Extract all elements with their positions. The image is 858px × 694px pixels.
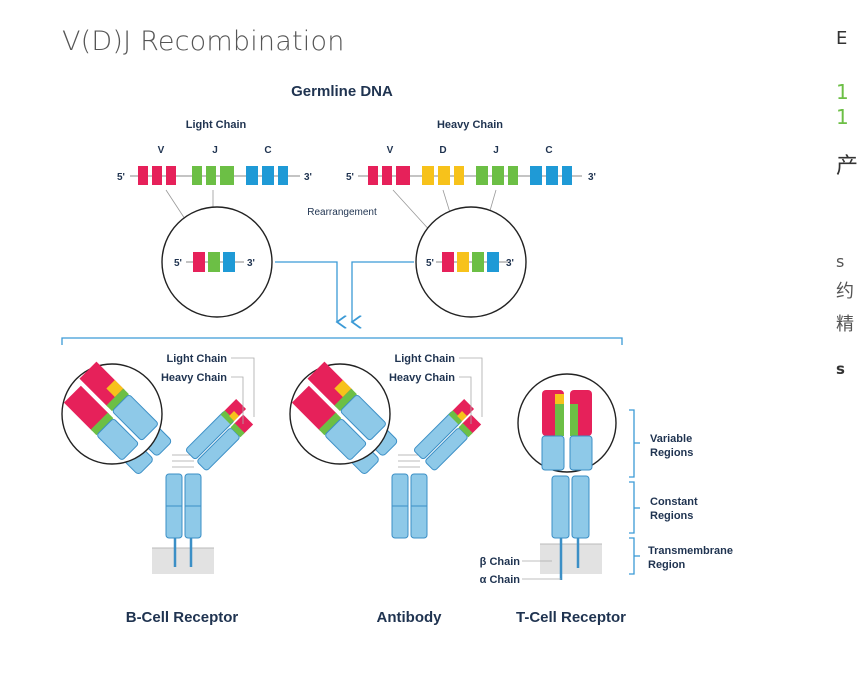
tcell-beta-chain-label: β Chain xyxy=(480,556,521,568)
heavy-five-prime: 5' xyxy=(346,172,354,183)
transmembrane-region-label: Transmembrane Region xyxy=(648,545,736,571)
fragment-small-2: 约 xyxy=(836,281,854,302)
heavy-three-prime: 3' xyxy=(588,172,596,183)
bcell-light-chain-label: Light Chain xyxy=(167,353,228,365)
fragment-small-3: 精 xyxy=(836,314,854,335)
antibody-heavy-chain-label: Heavy Chain xyxy=(389,372,455,384)
fragment-green-2: 1 xyxy=(836,105,849,129)
light-five-prime: 5' xyxy=(117,172,125,183)
converging-connector xyxy=(61,261,623,345)
heavy-chain-header: Heavy Chain xyxy=(437,119,503,131)
right-edge-fragments: E 1 1 产 s 约 精 s xyxy=(832,0,858,694)
light-gene-label-v: V xyxy=(158,145,165,156)
heavy-gene-label-v: V xyxy=(387,145,394,156)
tcell-alpha-chain-label: α Chain xyxy=(480,574,521,586)
heavy-gene-label-j: J xyxy=(493,145,499,156)
light-three-prime: 3' xyxy=(304,172,312,183)
bcell-receptor: Light Chain Heavy Chain xyxy=(61,353,255,574)
heavy-gene-label-c: C xyxy=(545,145,552,156)
constant-regions-label: Constant Regions xyxy=(650,496,701,522)
light-rearranged-circle: 5' 3' xyxy=(161,206,273,318)
page-title: V(D)J Recombination xyxy=(62,26,345,57)
germline-dna-title: Germline DNA xyxy=(291,83,393,100)
light-gene-label-c: C xyxy=(264,145,271,156)
antibody-light-chain-label: Light Chain xyxy=(395,353,456,365)
antibody-label: Antibody xyxy=(377,609,443,626)
variable-regions-label: Variable Regions xyxy=(650,433,695,459)
bcell-heavy-chain-label: Heavy Chain xyxy=(161,372,227,384)
light-chain-germline-dna: 5' 3' xyxy=(117,166,312,185)
light-chain-header: Light Chain xyxy=(186,119,247,131)
light-gene-label-j: J xyxy=(212,145,218,156)
heavy-rearranged-circle: 5' 3' xyxy=(415,206,527,318)
fragment-dark-char: 产 xyxy=(836,154,858,179)
heavy-rearranged-three-prime: 3' xyxy=(506,258,514,269)
heavy-gene-label-d: D xyxy=(439,145,446,156)
fragment-green-1: 1 xyxy=(836,80,849,104)
region-brackets xyxy=(629,409,640,575)
heavy-chain-germline-dna: 5' 3' xyxy=(346,166,596,185)
tcell-receptor-label: T-Cell Receptor xyxy=(516,609,626,626)
tcell-receptor: β Chain α Chain xyxy=(480,373,617,586)
fragment-small-4: s xyxy=(836,360,845,378)
heavy-rearranged-five-prime: 5' xyxy=(426,258,434,269)
bcell-receptor-label: B-Cell Receptor xyxy=(126,609,239,626)
fragment-top-char: E xyxy=(836,28,848,49)
light-rearranged-three-prime: 3' xyxy=(247,258,255,269)
fragment-small-1: s xyxy=(836,252,845,271)
light-rearranged-five-prime: 5' xyxy=(174,258,182,269)
rearrangement-label: Rearrangement xyxy=(307,207,377,218)
antibody: Light Chain Heavy Chain xyxy=(289,353,483,539)
